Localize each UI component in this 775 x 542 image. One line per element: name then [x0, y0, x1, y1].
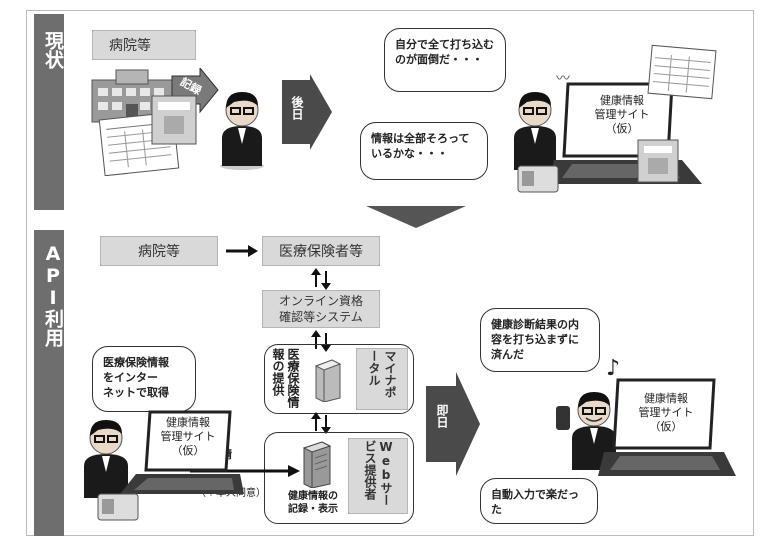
hospital-label-bottom: 病院等 [138, 244, 180, 260]
record-display-label: 健康情報の 記録・表示 [288, 491, 338, 515]
figure-frame [26, 10, 754, 536]
speech-bubble-get-text: 医療保険情報 をインター ネットで取得 [103, 356, 169, 399]
section-divider-arrow [366, 206, 466, 228]
music-note-icon: ♪ [606, 356, 621, 381]
web-provider-label: Webサービス提供者 [363, 440, 393, 506]
id-card-left-icon [97, 493, 139, 521]
current-section-sidebar: 現状 [34, 14, 64, 210]
sigh-icon: 〰 [556, 71, 570, 87]
server-icon [314, 359, 342, 402]
hospital-to-insurer-arrow [226, 245, 258, 257]
web-server-icon [302, 441, 332, 488]
laptop-right-icon [598, 378, 736, 476]
speech-bubble-result: 健康診断結果の内 容を打ち込まずに 済んだ [480, 308, 600, 372]
insurer-box: 医療保険者等 [262, 236, 380, 266]
mynaportal-label: マイナポータル [367, 350, 397, 398]
speech-bubble-auto-text: 自動入力で楽だった [491, 488, 579, 516]
speech-bubble-info: 情報は全部そろって いるかな・・・ [360, 122, 488, 180]
api-section-label: API利用 [42, 243, 64, 347]
speech-bubble-info-text: 情報は全部そろって いるかな・・・ [371, 132, 470, 160]
online-system-label: オンライン資格 確認等システム [278, 294, 363, 324]
speech-bubble-result-text: 健康診断結果の内 容を打ち込まずに 済んだ [491, 318, 579, 361]
phone-icon [556, 406, 570, 430]
immediate-label: 即日 [435, 404, 449, 428]
speech-bubble-input-text: 自分で全て打ち込む のが面倒だ・・・ [395, 38, 494, 66]
speech-bubble-get: 医療保険情報 をインター ネットで取得 [92, 346, 196, 412]
immediate-arrow [426, 372, 480, 476]
provide-group [264, 344, 414, 414]
speech-bubble-auto: 自動入力で楽だった [480, 478, 598, 524]
laptop-left-icon [120, 410, 244, 494]
web-provider-box: Webサービス提供者 [348, 438, 408, 514]
insurer-label: 医療保険者等 [279, 244, 363, 260]
current-section-label: 現状 [42, 31, 64, 69]
hospital-box-top: 病院等 [92, 30, 196, 60]
id-card-icon [517, 165, 559, 193]
online-provide-double-arrow [311, 330, 331, 352]
hospital-box-bottom: 病院等 [100, 236, 218, 266]
health-checkup-form-right-icon [647, 44, 717, 100]
provide-label: 医療保険情報の提供 [271, 348, 300, 408]
person-icon [220, 92, 264, 170]
later-arrow [282, 74, 332, 150]
site-label-top: 健康情報 管理サイト （仮） [594, 94, 650, 135]
site-label-left: 健康情報 管理サイト （仮） [160, 416, 216, 457]
hospital-label-top: 病院等 [109, 38, 151, 54]
person-at-laptop-icon [514, 92, 556, 170]
insurer-online-double-arrow [311, 268, 331, 290]
mynaportal-box: マイナポータル [356, 348, 408, 410]
api-section-sidebar: API利用 [34, 230, 64, 536]
medicine-notebook-right-icon [637, 139, 679, 183]
later-label: 後日 [290, 96, 304, 120]
speech-bubble-input: 自分で全て打ち込む のが面倒だ・・・ [384, 28, 506, 92]
site-label-right: 健康情報 管理サイト （仮） [638, 392, 694, 433]
provide-web-double-arrow [311, 412, 331, 434]
online-system-box: オンライン資格 確認等システム [262, 290, 380, 328]
medicine-notebook-icon [151, 95, 197, 145]
person-with-laptop-icon [84, 420, 128, 498]
web-service-group [264, 432, 414, 524]
